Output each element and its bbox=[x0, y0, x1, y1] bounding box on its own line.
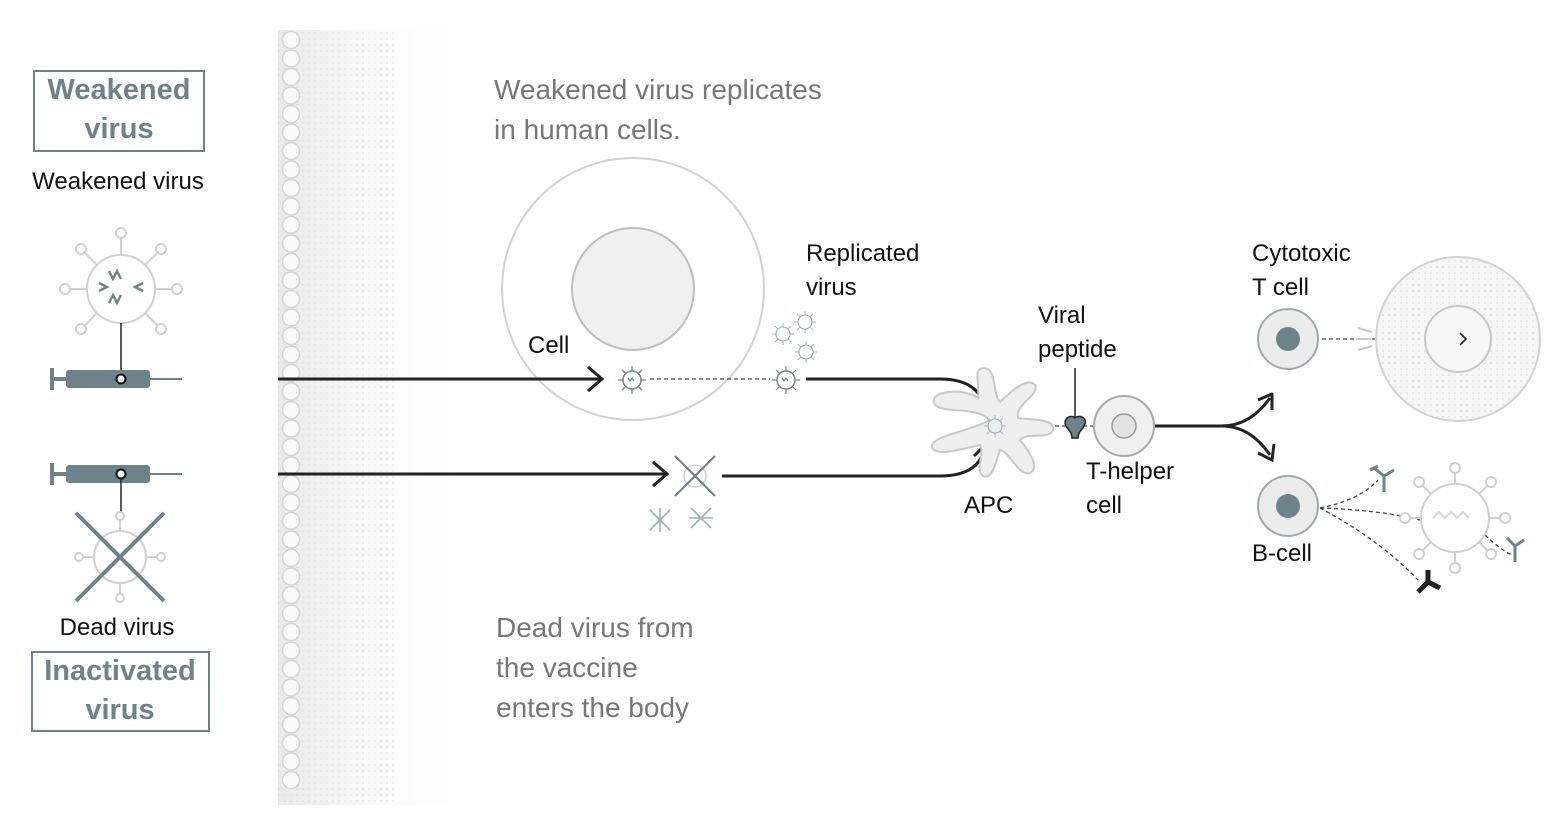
skin-bead bbox=[281, 234, 301, 253]
cell-label: Cell bbox=[528, 332, 569, 359]
dashed-connectors bbox=[650, 338, 1513, 581]
skin-bead bbox=[281, 197, 301, 216]
skin-bead bbox=[281, 104, 301, 124]
weakened-virus-icon bbox=[59, 227, 183, 335]
weakened-box-line-1: Weakened bbox=[48, 74, 191, 106]
replicates-annotation-line-1: Weakened virus replicates bbox=[494, 74, 822, 105]
dead-annotation-line-1: Dead virus from bbox=[496, 612, 694, 643]
syringe-top-icon bbox=[50, 368, 182, 390]
skin-bead bbox=[281, 585, 301, 605]
skin-bead bbox=[281, 215, 301, 235]
dead-annotation-line-2: the vaccine bbox=[496, 652, 638, 683]
cytotoxic-label-1: Cytotoxic bbox=[1252, 240, 1351, 267]
inactivated-virus-box bbox=[31, 651, 210, 732]
inactivated-box-line-1: Inactivated bbox=[44, 655, 196, 687]
skin-bead bbox=[281, 511, 301, 531]
skin-bead bbox=[281, 308, 301, 327]
t-helper-label-1: T-helper bbox=[1086, 458, 1174, 485]
apc-cell bbox=[931, 366, 1054, 478]
skin-bead bbox=[281, 160, 301, 179]
virus-with-antibodies-icon bbox=[1399, 462, 1511, 574]
dead-virus-icon bbox=[74, 511, 166, 603]
skin-bead bbox=[281, 67, 301, 87]
skin-bead bbox=[281, 49, 301, 68]
text-layer: Weakened virus Weakened virus Dead virus… bbox=[31, 70, 1351, 732]
skin-bead bbox=[281, 641, 301, 660]
skin-bead bbox=[281, 530, 301, 549]
b-cell-label: B-cell bbox=[1252, 540, 1312, 567]
viral-peptide-label-1: Viral bbox=[1038, 302, 1086, 329]
apc-label: APC bbox=[964, 492, 1013, 519]
infected-cell bbox=[1356, 256, 1541, 422]
skin-bead bbox=[281, 567, 301, 586]
skin-bead bbox=[281, 752, 301, 771]
skin-bead bbox=[281, 363, 301, 383]
skin-bead bbox=[281, 178, 301, 198]
weakened-caption: Weakened virus bbox=[32, 168, 204, 195]
host-cell bbox=[501, 157, 765, 421]
skin-bead bbox=[281, 419, 301, 438]
dead-annotation-line-3: enters the body bbox=[496, 692, 689, 723]
skin-bead bbox=[281, 715, 301, 734]
virus-icon bbox=[771, 365, 801, 395]
skin-bead bbox=[281, 456, 301, 475]
cytotoxic-t-cell bbox=[1257, 308, 1319, 370]
antibody-dark-icon bbox=[1416, 570, 1442, 594]
skin-bead bbox=[281, 123, 301, 142]
replicated-virus-icon bbox=[794, 340, 818, 364]
skin-barrier bbox=[278, 30, 478, 805]
skin-bead bbox=[281, 659, 301, 679]
skin-bead bbox=[281, 289, 301, 309]
skin-bead bbox=[281, 696, 301, 716]
skin-bead bbox=[281, 548, 301, 568]
skin-bead bbox=[281, 400, 301, 420]
skin-bead bbox=[281, 733, 301, 753]
skin-bead bbox=[281, 382, 301, 401]
dead-caption: Dead virus bbox=[60, 614, 175, 641]
skin-bead bbox=[281, 474, 301, 494]
replicated-virus-icon bbox=[793, 310, 817, 334]
viral-peptide-icon bbox=[1064, 368, 1087, 439]
skin-bead bbox=[281, 326, 301, 346]
syringe-bottom-icon bbox=[50, 463, 182, 485]
skin-bead bbox=[281, 493, 301, 512]
skin-bead bbox=[281, 141, 301, 161]
skin-bead bbox=[281, 30, 301, 50]
skin-bead bbox=[281, 770, 301, 790]
replicated-virus-icon bbox=[771, 322, 795, 346]
cytotoxic-label-2: T cell bbox=[1252, 274, 1309, 301]
weakened-box-line-2: virus bbox=[84, 113, 153, 145]
skin-bead bbox=[281, 437, 301, 457]
skin-bead bbox=[281, 678, 301, 697]
dead-virus-fragment-icon bbox=[649, 455, 716, 532]
skin-bead bbox=[281, 86, 301, 105]
t-helper-cell bbox=[1093, 395, 1155, 457]
replicates-annotation-line-2: in human cells. bbox=[494, 114, 681, 145]
weakened-virus-box bbox=[33, 70, 205, 152]
viral-peptide-label-2: peptide bbox=[1038, 336, 1117, 363]
antibody-icon bbox=[1369, 464, 1525, 562]
skin-bead bbox=[281, 345, 301, 364]
t-helper-label-2: cell bbox=[1086, 492, 1122, 519]
skin-bead bbox=[281, 252, 301, 272]
inactivated-box-line-2: virus bbox=[85, 694, 154, 726]
skin-bead bbox=[281, 622, 301, 642]
b-cell bbox=[1257, 475, 1319, 537]
skin-bead bbox=[281, 604, 301, 623]
replicated-virus-label-1: Replicated bbox=[806, 240, 919, 267]
skin-bead bbox=[281, 271, 301, 290]
replicated-virus-label-2: virus bbox=[806, 274, 857, 301]
